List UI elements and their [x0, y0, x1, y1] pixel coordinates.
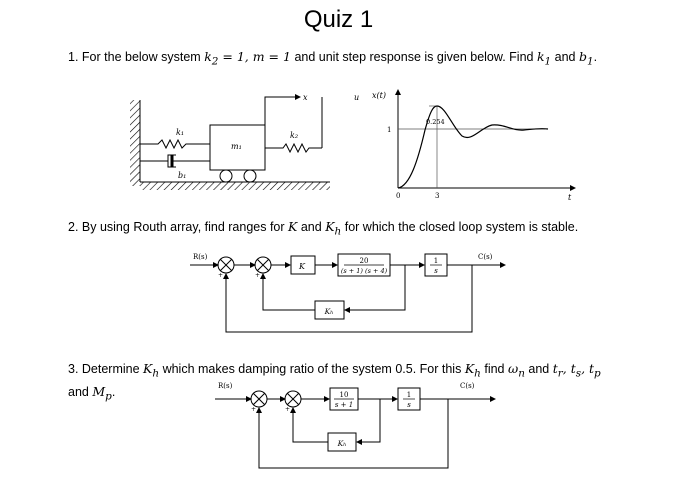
bd2-output-label: C(s) [460, 382, 475, 390]
bd1-tf-denominator: (s + 1) (s + 4) [341, 267, 388, 275]
label-k2: k₂ [290, 131, 298, 140]
bd1-sign-2: + [255, 272, 260, 279]
plot-ylabel: x(t) [372, 91, 386, 100]
label-b1: b₁ [178, 171, 186, 180]
bd2-int-denominator: s [407, 401, 411, 409]
step-response-plot [395, 89, 576, 191]
bd2-tf-denominator: s + 1 [335, 401, 353, 409]
mechanical-system-diagram [130, 94, 330, 190]
plot-xlabel: t [568, 193, 572, 202]
bd2-tf-numerator: 10 [340, 391, 349, 399]
bd1-int-numerator: 1 [434, 257, 438, 265]
spring-k2 [265, 142, 322, 154]
label-k1: k₁ [176, 128, 184, 137]
block-diagram-2 [215, 387, 496, 469]
response-curve [397, 105, 549, 189]
label-m1: m₁ [231, 142, 242, 151]
plot-peak-label: 0.254 [426, 118, 445, 126]
label-u: u [354, 93, 359, 102]
question-3-text: 3. Determine Kh which makes damping rati… [68, 361, 601, 402]
bd1-sign-1: + [218, 272, 223, 279]
bd1-tf-numerator: 20 [360, 257, 369, 265]
wheel-right [243, 169, 257, 183]
spring-k1 [140, 138, 210, 150]
x-indicator-line [264, 96, 285, 125]
bd1-feedback-label: Kₕ [324, 307, 334, 316]
ground-hatch [140, 182, 330, 190]
label-x: x [303, 93, 308, 102]
bd1-output-label: C(s) [478, 253, 493, 261]
bd2-int-numerator: 1 [407, 391, 411, 399]
plot-xtick-0: 0 [396, 192, 400, 200]
bd1-input-label: R(s) [193, 253, 208, 261]
question-1-text: 1. For the below system k2 = 1, m = 1 an… [68, 49, 598, 68]
bd2-input-label: R(s) [218, 382, 233, 390]
question-2-text: 2. By using Routh array, find ranges for… [68, 219, 579, 238]
bd1-gain-label: K [298, 262, 306, 271]
bd1-int-denominator: s [434, 267, 438, 275]
wall-hatch [130, 100, 140, 186]
page-title: Quiz 1 [303, 6, 374, 33]
wheel-left [219, 169, 233, 183]
bd2-sign-1: + [251, 406, 256, 413]
bd2-feedback-label: Kₕ [337, 439, 347, 448]
bd2-sign-2: + [285, 406, 290, 413]
block-diagram-1 [190, 253, 506, 333]
plot-xtick-3: 3 [435, 192, 439, 200]
plot-ytick-1: 1 [387, 126, 391, 134]
